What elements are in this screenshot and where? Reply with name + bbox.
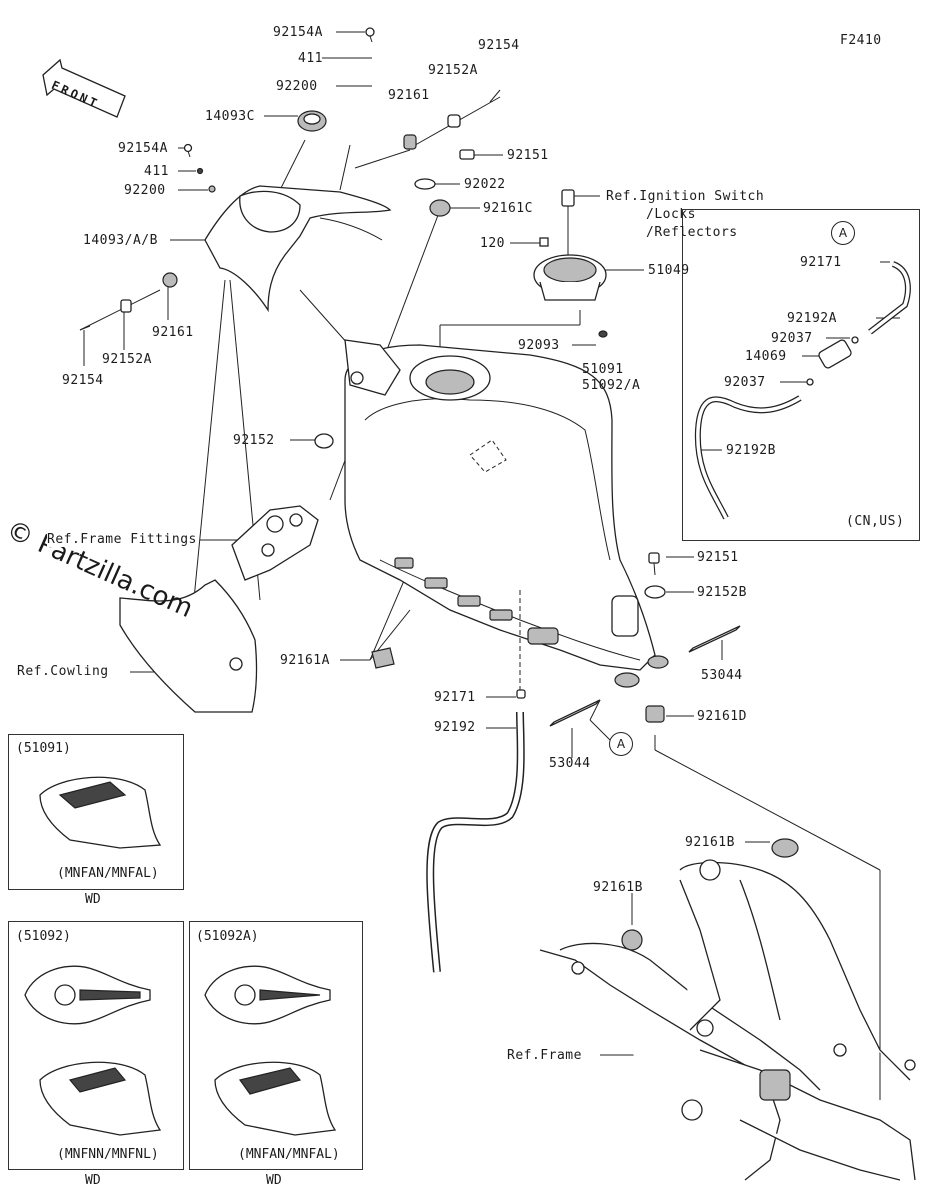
label-92154A-top: 92154A: [273, 25, 323, 40]
label-92192A: 92192A: [787, 311, 837, 326]
label-51049: 51049: [648, 263, 690, 278]
inset-51091-title: (51091): [16, 741, 71, 756]
label-92093: 92093: [518, 338, 560, 353]
label-92152A-left: 92152A: [102, 352, 152, 367]
label-92171-box: 92171: [800, 255, 842, 270]
inset-tank-51091: [39, 776, 162, 849]
cn-us-box: [682, 209, 920, 541]
inset-box-51091: [8, 734, 184, 890]
label-92161-left: 92161: [152, 325, 194, 340]
inset-box-51092: [8, 921, 184, 1170]
label-92152B: 92152B: [697, 585, 747, 600]
label-92151-mid: 92151: [697, 550, 739, 565]
inset-tank-51092: [24, 965, 162, 1136]
label-92192: 92192: [434, 720, 476, 735]
label-92192B: 92192B: [726, 443, 776, 458]
hardware-parts: [79, 27, 799, 951]
cowling: [119, 579, 258, 713]
tank-cover: [204, 185, 392, 313]
inset-51092-variant: (MNFNN/MNFNL): [57, 1147, 159, 1162]
fuel-tank: [344, 339, 669, 688]
ref-locks: /Locks: [646, 207, 696, 222]
label-92161-top: 92161: [388, 88, 430, 103]
cn-us-note: (CN,US): [846, 514, 905, 529]
label-92151-top: 92151: [507, 148, 549, 163]
label-92152A-top: 92152A: [428, 63, 478, 78]
label-51092A: 51092/A: [582, 378, 641, 393]
frame: [539, 859, 916, 1181]
label-92200-top: 92200: [276, 79, 318, 94]
ref-frame-fittings: Ref.Frame Fittings: [47, 532, 197, 547]
label-53044-low: 53044: [549, 756, 591, 771]
inset-box-51092A: [189, 921, 363, 1170]
label-14069: 14069: [745, 349, 787, 364]
fuel-hose: [426, 590, 525, 973]
label-411-left: 411: [144, 164, 169, 179]
label-14093C: 14093C: [205, 109, 255, 124]
label-92022: 92022: [464, 177, 506, 192]
cn-us-hoses: [694, 261, 911, 520]
label-53044-right: 53044: [701, 668, 743, 683]
label-92161A: 92161A: [280, 653, 330, 668]
ref-frame: Ref.Frame: [507, 1048, 582, 1063]
inset-51092A-title: (51092A): [196, 929, 259, 944]
fuel-cap: [533, 254, 607, 301]
frame-fittings: [231, 505, 319, 581]
ref-cowling: Ref.Cowling: [17, 664, 109, 679]
label-51091: 51091: [582, 362, 624, 377]
inset-tank-51092A: [204, 965, 337, 1136]
inset-51092A-caption: WD: [266, 1173, 282, 1188]
ref-ignition-switch: Ref.Ignition Switch: [606, 189, 765, 204]
callout-a-main: A: [609, 732, 633, 756]
label-120: 120: [480, 236, 505, 251]
label-92037-b: 92037: [724, 375, 766, 390]
label-92154-top: 92154: [478, 38, 520, 53]
label-92200-left: 92200: [124, 183, 166, 198]
label-92171-mid: 92171: [434, 690, 476, 705]
label-92152: 92152: [233, 433, 275, 448]
front-arrow: [42, 58, 126, 118]
inset-51092-caption: WD: [85, 1173, 101, 1188]
label-92161B-mid: 92161B: [593, 880, 643, 895]
label-92154A-left: 92154A: [118, 141, 168, 156]
inset-51091-caption: WD: [85, 892, 101, 907]
label-92161B-top: 92161B: [685, 835, 735, 850]
label-92161D: 92161D: [697, 709, 747, 724]
inset-51091-variant: (MNFAN/MNFAL): [57, 866, 159, 881]
inset-51092-title: (51092): [16, 929, 71, 944]
inset-51092A-variant: (MNFAN/MNFAL): [238, 1147, 340, 1162]
label-14093AB: 14093/A/B: [83, 233, 158, 248]
label-411-top: 411: [298, 51, 323, 66]
callout-a-box: A: [831, 221, 855, 245]
label-92161C: 92161C: [483, 201, 533, 216]
label-92037-a: 92037: [771, 331, 813, 346]
label-92154-left: 92154: [62, 373, 104, 388]
figure-code: F2410: [840, 33, 882, 48]
ref-reflectors: /Reflectors: [646, 225, 738, 240]
